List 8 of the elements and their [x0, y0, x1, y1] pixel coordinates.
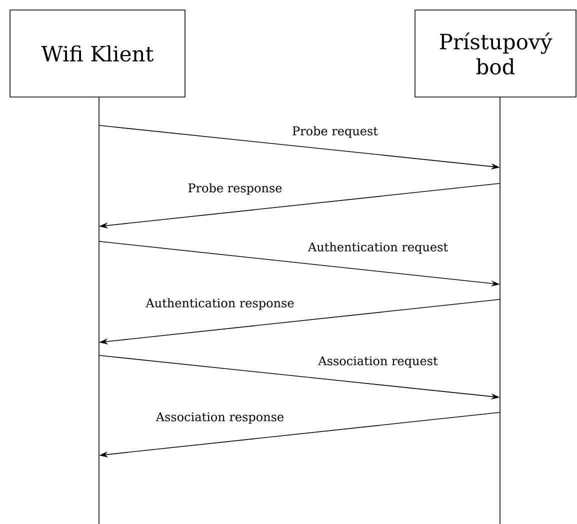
- participant-box: Prístupový bod: [414, 10, 576, 98]
- message-label: Probe request: [292, 126, 378, 138]
- message-label: Probe response: [188, 183, 282, 195]
- participant-box: Wifi Klient: [10, 10, 186, 98]
- message-label: Association response: [156, 412, 284, 424]
- message-label: Association request: [318, 356, 438, 368]
- message-label: Authentication response: [146, 298, 294, 310]
- message-label: Authentication request: [308, 242, 448, 254]
